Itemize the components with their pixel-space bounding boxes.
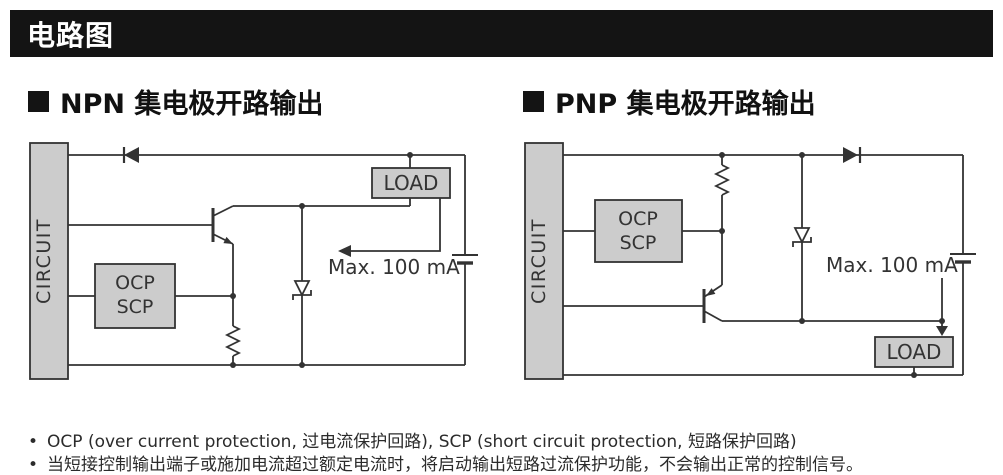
note-bullet: • <box>28 432 39 452</box>
load-current-arrow <box>338 198 441 257</box>
npn-section-heading: NPN 集电极开路输出 <box>28 86 323 120</box>
load-box: LOAD <box>874 336 954 368</box>
circuit-box-label: CIRCUIT <box>33 218 55 304</box>
reverse-protection-diode-icon <box>843 147 862 163</box>
resistor-icon <box>224 325 242 357</box>
pnp-circuit-diagram: CIRCUIT OCP SCP LOAD Max. 100 mA <box>524 142 976 380</box>
max-current-label: Max. 100 mA <box>826 253 958 277</box>
load-box-label: LOAD <box>887 340 942 364</box>
section-bullet-icon <box>523 90 544 112</box>
npn-transistor-icon <box>211 205 234 245</box>
ocp-scp-box: OCP SCP <box>594 199 683 263</box>
zener-diode-icon <box>292 280 312 300</box>
note-text-ocp-scp: OCP (over current protection, 过电流保护回路), … <box>47 432 797 452</box>
load-box: LOAD <box>371 167 451 199</box>
pnp-heading-text: PNP 集电极开路输出 <box>555 88 816 120</box>
title-bar: 电路图 <box>10 10 993 57</box>
note-item: • 当短接控制输出端子或施加电流超过额定电流时，将启动输出短路过流保护功能，不会… <box>28 454 988 475</box>
resistor-icon <box>713 164 731 196</box>
battery-icon <box>950 253 976 264</box>
max-current-label: Max. 100 mA <box>328 255 460 279</box>
note-text-protection: 当短接控制输出端子或施加电流超过额定电流时，将启动输出短路过流保护功能，不会输出… <box>47 455 864 475</box>
load-current-arrow <box>936 278 948 336</box>
note-bullet: • <box>28 455 39 475</box>
npn-circuit-diagram: CIRCUIT LOAD OCP SCP Max. 100 mA <box>29 142 478 380</box>
battery-icon <box>452 254 478 265</box>
scp-label: SCP <box>620 232 657 254</box>
npn-wires <box>68 154 466 366</box>
ocp-label: OCP <box>115 272 155 294</box>
load-box-label: LOAD <box>384 171 439 195</box>
pnp-transistor-icon <box>702 284 723 323</box>
ocp-label: OCP <box>618 208 658 230</box>
footnotes: • OCP (over current protection, 过电流保护回路)… <box>28 431 988 475</box>
circuit-box: CIRCUIT <box>29 142 69 380</box>
junction-dots <box>230 152 413 368</box>
junction-dots <box>719 152 945 378</box>
section-bullet-icon <box>28 90 49 112</box>
circuit-box: CIRCUIT <box>524 142 564 380</box>
scp-label: SCP <box>117 296 154 318</box>
npn-heading-text: NPN 集电极开路输出 <box>60 88 324 120</box>
ocp-scp-box: OCP SCP <box>94 263 176 329</box>
pnp-wires <box>563 154 964 376</box>
pnp-section-heading: PNP 集电极开路输出 <box>523 86 816 120</box>
reverse-protection-diode-icon <box>122 147 139 163</box>
circuit-box-label: CIRCUIT <box>528 218 550 304</box>
page-title: 电路图 <box>27 18 115 52</box>
zener-diode-icon <box>792 227 812 247</box>
note-item: • OCP (over current protection, 过电流保护回路)… <box>28 431 988 453</box>
